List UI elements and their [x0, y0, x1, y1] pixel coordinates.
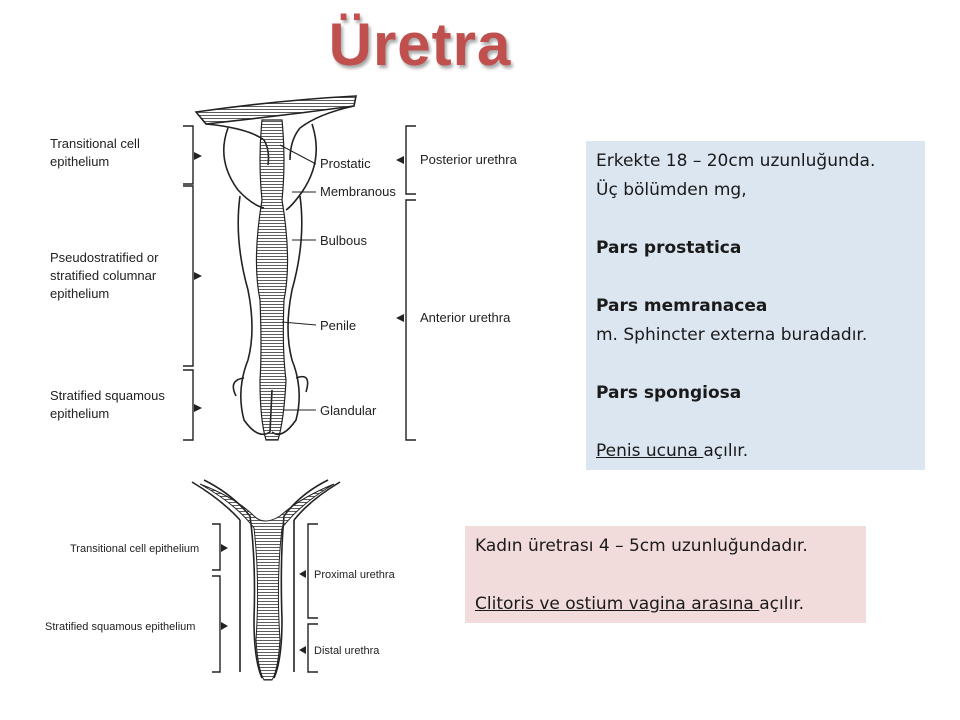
female-urethra-info-box: Kadın üretrası 4 – 5cm uzunluğundadır. C…	[465, 526, 866, 623]
region-label: Distal urethra	[314, 645, 380, 657]
female-left-labels: Transitional cell epithelium Stratified …	[45, 543, 199, 633]
male-opening-underlined: Penis ucuna	[596, 441, 704, 461]
segment-label: Penile	[320, 318, 356, 333]
male-urethra-lumen	[255, 119, 289, 441]
left-label: Transitional cell epithelium	[70, 543, 199, 555]
female-urethra-lumen	[199, 483, 335, 681]
female-region-brackets	[307, 523, 318, 673]
female-length-text: Kadın üretrası 4 – 5cm uzunluğundadır.	[475, 536, 808, 556]
left-label: Stratified squamous	[50, 388, 165, 403]
left-label: stratified columnar	[50, 268, 157, 283]
segment-label: Prostatic	[320, 156, 371, 171]
female-epithelium-brackets	[212, 523, 221, 673]
male-epithelium-brackets	[183, 125, 194, 441]
male-urethra-drawing	[194, 95, 357, 436]
male-opening-rest: açılır.	[703, 441, 749, 461]
female-opening-rest: açılır.	[759, 594, 805, 614]
part-spongiosa: Pars spongiosa	[596, 383, 742, 403]
part-membranacea: Pars memranacea	[596, 296, 768, 316]
left-label: Transitional cell	[50, 136, 140, 151]
male-segment-labels: Prostatic Membranous Bulbous Penile Glan…	[320, 156, 396, 418]
left-label: epithelium	[50, 154, 109, 169]
region-label: Posterior urethra	[420, 152, 518, 167]
male-opening-text: Penis ucuna açılır.	[596, 437, 915, 466]
male-length-text: Erkekte 18 – 20cm uzunluğunda.	[596, 151, 876, 171]
female-region-labels: Proximal urethra Distal urethra	[314, 569, 396, 657]
left-label: epithelium	[50, 406, 109, 421]
segment-label: Bulbous	[320, 233, 367, 248]
segment-label: Membranous	[320, 184, 396, 199]
segment-label: Glandular	[320, 403, 377, 418]
female-opening-underlined: Clitoris ve ostium vagina arasına	[475, 594, 760, 614]
part-prostatica: Pars prostatica	[596, 238, 742, 258]
male-parts-intro: Üç bölümden mg,	[596, 180, 747, 200]
left-label: Pseudostratified or	[50, 250, 159, 265]
left-label: Stratified squamous epithelium	[45, 621, 195, 633]
male-left-labels: Transitional cell epithelium Pseudostrat…	[50, 136, 165, 421]
male-region-brackets	[405, 125, 416, 441]
left-label: epithelium	[50, 286, 109, 301]
region-label: Proximal urethra	[314, 569, 396, 581]
female-opening-text: Clitoris ve ostium vagina arasına açılır…	[475, 590, 856, 619]
region-label: Anterior urethra	[420, 310, 511, 325]
slide-title: Üretra	[328, 11, 512, 78]
female-urethra-drawing	[191, 479, 341, 679]
male-urethra-info-box: Erkekte 18 – 20cm uzunluğunda. Üç bölümd…	[586, 141, 925, 470]
sphincter-note: m. Sphincter externa buradadır.	[596, 325, 868, 345]
male-region-labels: Posterior urethra Anterior urethra	[420, 152, 518, 325]
